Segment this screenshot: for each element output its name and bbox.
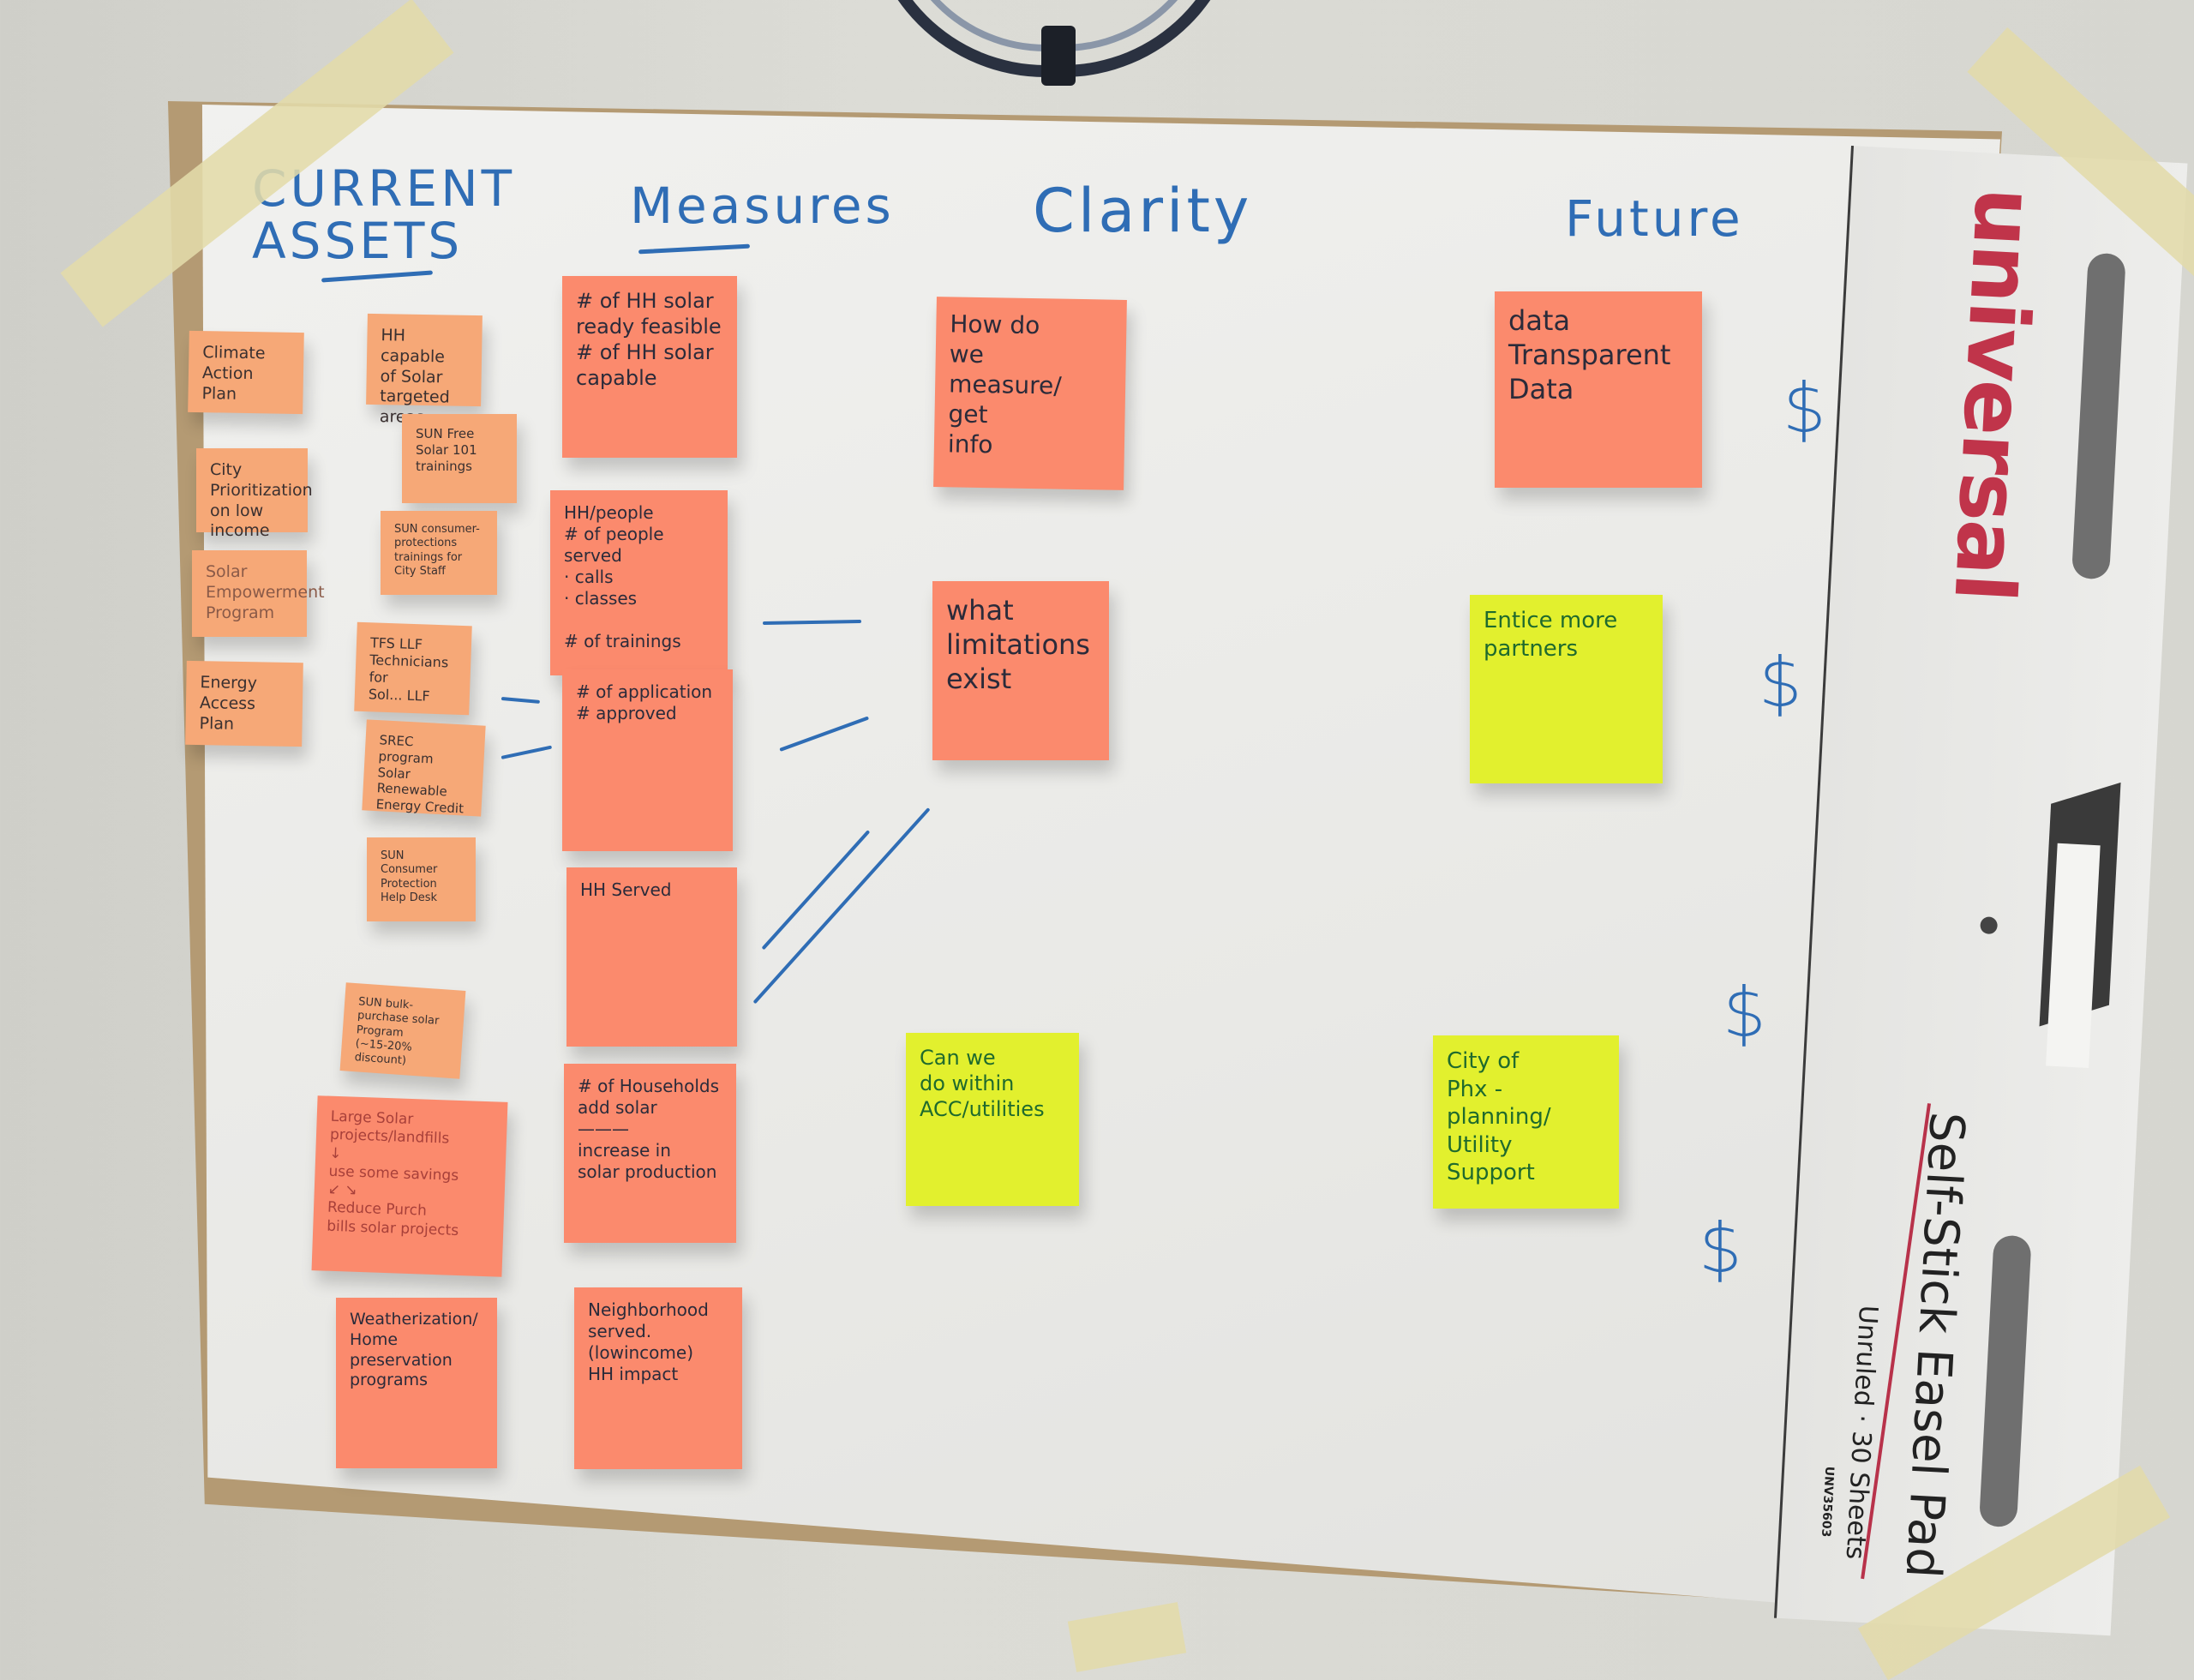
header-measures: Measures [630,177,895,235]
sticky-note: TFS LLF Technicians for Sol... LLF [354,621,472,716]
sticky-note: SREC program Solar Renewable Energy Cred… [362,719,486,817]
header-clarity: Clarity [1033,176,1253,246]
sticky-note: Climate Action Plan [188,330,304,415]
sticky-note: Can we do within ACC/utilities [906,1033,1079,1206]
product-name: Self-Stick Easel Pad [1894,1110,1975,1580]
sticky-note: Energy Access Plan [185,660,303,747]
sticky-note: How do we measure/ get info [933,297,1127,490]
dollar-mark: $ [1783,369,1826,448]
sticky-note: SUN consumer-protections trainings for C… [381,511,497,595]
pad-hole [1980,916,1999,935]
header-current-assets: CURRENT ASSETS [252,159,516,270]
dollar-mark: $ [1723,973,1766,1053]
dollar-mark: $ [1699,1209,1742,1288]
pad-slot [2071,252,2126,580]
sticky-note: Neighborhood served. (lowincome) HH impa… [574,1287,742,1469]
sticky-note: data Transparent Data [1495,291,1702,488]
sticky-note: SUN Consumer Protection Help Desk [367,837,476,921]
sticky-note: HH capable of Solar targeted areas [366,313,483,427]
sticky-note: SUN Free Solar 101 trainings [402,414,517,503]
sticky-note: # of application # approved [562,669,733,851]
sticky-note: City of Phx - planning/ Utility Support [1433,1035,1619,1209]
product-sku: UNV35603 [1819,1466,1837,1538]
cable-clip [1041,26,1076,86]
pad-slot-lower [1978,1234,2032,1528]
sticky-note: # of Households add solar ——— increase i… [564,1064,736,1243]
sticky-note: HH/people # of people served · calls · c… [550,490,728,675]
masking-tape-bottom [1067,1602,1187,1672]
sticky-note: HH Served [566,867,737,1047]
sticky-note: Solar Empowerment Program [192,550,325,637]
brand-logo: universal [1935,185,2053,603]
sticky-note: Entice more partners [1470,595,1663,783]
sticky-note: # of HH solar ready feasible # of HH sol… [562,276,737,458]
sticky-note: Large Solar projects/landfills ↓ use som… [311,1095,508,1277]
product-details: Unruled · 30 Sheets [1839,1304,1884,1561]
dollar-mark: $ [1759,643,1802,723]
sticky-note: what limitations exist [932,581,1109,760]
sticky-note: SUN bulk- purchase solar Program (~15-20… [339,982,466,1079]
sticky-note: Weatherization/ Home preservation progra… [336,1298,497,1468]
sticky-note: City Prioritization on low income [196,448,313,540]
header-future: Future [1565,189,1744,248]
